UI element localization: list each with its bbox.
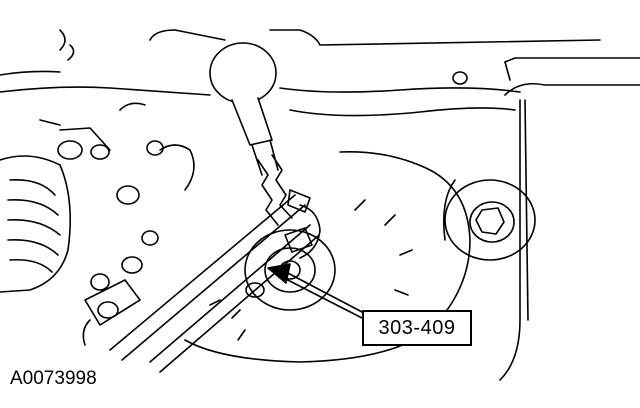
lever-bar bbox=[109, 194, 319, 373]
mount-bolt bbox=[442, 179, 536, 261]
callout-leader-arrow bbox=[267, 263, 365, 319]
figure-id-label: A0073998 bbox=[10, 368, 97, 389]
upper-body-outline bbox=[0, 29, 601, 126]
puller-tool bbox=[257, 154, 321, 259]
tool-number-label: 303-409 bbox=[378, 316, 456, 339]
mallet bbox=[209, 42, 279, 176]
right-panel bbox=[499, 57, 640, 381]
tool-number-callout: 303-409 bbox=[362, 310, 472, 346]
engine-components bbox=[0, 127, 265, 346]
